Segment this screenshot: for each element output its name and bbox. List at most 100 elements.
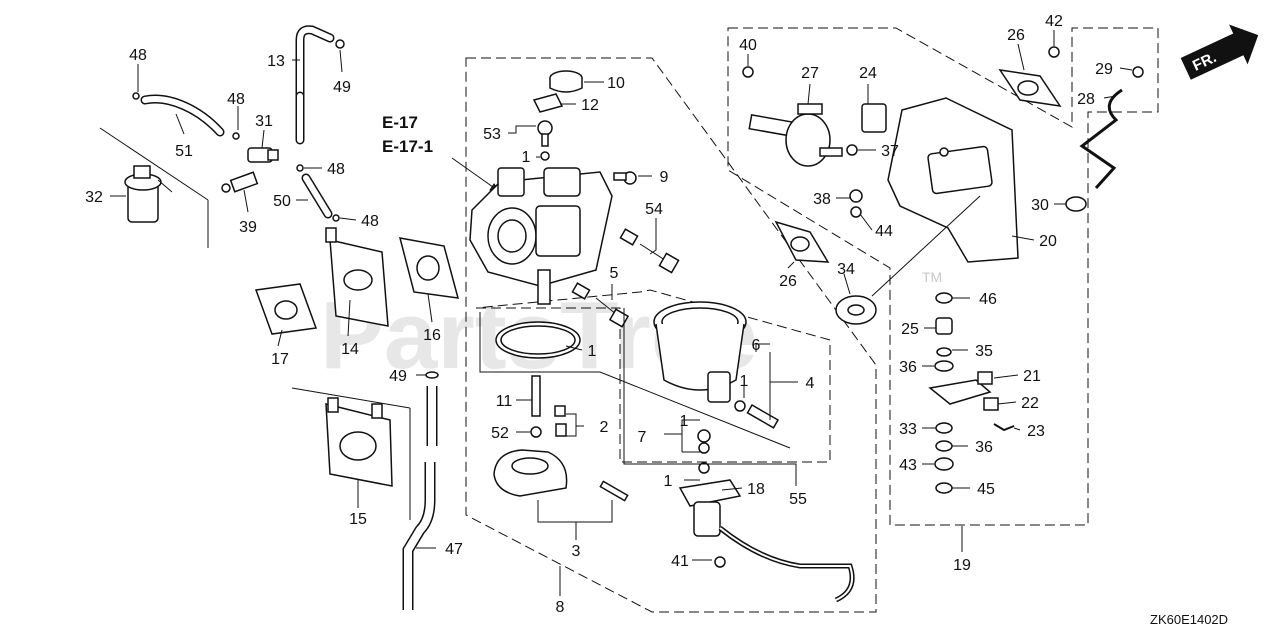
insulator-plate-part	[325, 227, 389, 327]
callout-1: 1	[680, 413, 689, 430]
control-base-group-box	[727, 27, 1159, 526]
callout-16: 16	[423, 327, 441, 344]
carburetor-body-part	[469, 167, 613, 305]
callout-27: 27	[801, 65, 819, 82]
callout-54: 54	[645, 201, 663, 218]
callout-39: 39	[239, 219, 257, 236]
reference-label-e17-1: E-17-1	[382, 137, 433, 156]
callout-35: 35	[975, 343, 993, 360]
stack-parts-right	[928, 292, 1015, 494]
callout-41: 41	[671, 553, 689, 570]
callout-24: 24	[859, 65, 877, 82]
callout-36: 36	[899, 359, 917, 376]
lever-24-part	[861, 103, 887, 133]
callout-52: 52	[491, 425, 509, 442]
callout-47: 47	[445, 541, 463, 558]
callout-49: 49	[389, 368, 407, 385]
float-bowl-part	[653, 301, 747, 403]
fuel-strainer-part	[124, 165, 173, 223]
callout-26: 26	[1007, 27, 1025, 44]
callout-1: 1	[740, 373, 749, 390]
callout-21: 21	[1023, 368, 1041, 385]
grommet-34-part	[835, 295, 877, 325]
callout-46: 46	[979, 291, 997, 308]
callout-40: 40	[739, 37, 757, 54]
screw-9-part	[613, 171, 637, 185]
callout-18: 18	[747, 481, 765, 498]
callout-5: 5	[610, 265, 619, 282]
callout-25: 25	[901, 321, 919, 338]
callout-2: 2	[600, 419, 609, 436]
collar-30-part	[1065, 196, 1087, 212]
gasket-17-part	[254, 283, 318, 335]
screw-set-54-part	[619, 228, 680, 274]
governor-arm-27-part	[748, 103, 843, 167]
callout-34: 34	[837, 261, 855, 278]
small-parts-right	[742, 46, 1144, 218]
fuel-tube-part	[140, 94, 225, 137]
callout-14: 14	[341, 341, 359, 358]
reference-label-e17: E-17	[382, 113, 418, 132]
watermark-trademark: TM	[922, 269, 942, 285]
callout-30: 30	[1031, 197, 1049, 214]
callout-10: 10	[607, 75, 625, 92]
control-base-20-part	[887, 97, 1019, 263]
bowl-set-group-box	[475, 289, 831, 463]
drain-screw-7-part	[697, 429, 711, 474]
callout-22: 22	[1021, 395, 1039, 412]
tube-upper-part	[295, 25, 335, 145]
callout-28: 28	[1077, 91, 1095, 108]
callout-6: 6	[752, 337, 761, 354]
callout-26: 26	[779, 273, 797, 290]
callout-48: 48	[327, 161, 345, 178]
callout-48: 48	[361, 213, 379, 230]
insulator-15-part	[325, 397, 393, 487]
callout-20: 20	[1039, 233, 1057, 250]
callout-33: 33	[899, 421, 917, 438]
drain-tube-part	[402, 386, 438, 610]
callout-29: 29	[1095, 61, 1113, 78]
callout-48: 48	[227, 91, 245, 108]
cap-10-part	[549, 70, 583, 93]
callout-11: 11	[496, 393, 513, 410]
callout-38: 38	[813, 191, 831, 208]
callout-37: 37	[881, 143, 899, 160]
divider-pipe	[291, 387, 411, 409]
carburetor-assembly-group-box	[465, 57, 877, 613]
callout-23: 23	[1027, 423, 1045, 440]
callout-1: 1	[664, 473, 673, 490]
screw-6-part	[734, 400, 780, 429]
leader-lines	[110, 30, 1133, 596]
divider-left-1	[99, 127, 209, 201]
o-ring-1-part	[495, 321, 581, 359]
callout-1: 1	[522, 149, 531, 166]
gasket-26-part	[774, 69, 1062, 263]
callout-44: 44	[875, 223, 893, 240]
callout-51: 51	[175, 143, 193, 160]
callout-19: 19	[953, 557, 971, 574]
callout-labels: 48 48 51 32 13 49 31 48 50 39 48 17 14 1…	[85, 13, 1113, 616]
clip-parts	[132, 39, 439, 379]
tube-lower-part	[301, 173, 333, 219]
callout-9: 9	[660, 169, 669, 186]
callout-45: 45	[977, 481, 995, 498]
gasket-16-part	[398, 237, 460, 299]
callout-32: 32	[85, 189, 103, 206]
callout-15: 15	[349, 511, 367, 528]
callout-43: 43	[899, 457, 917, 474]
needle-11-part	[530, 375, 567, 438]
float-set-bracket	[479, 312, 791, 449]
callout-7: 7	[638, 429, 647, 446]
callout-53: 53	[483, 126, 501, 143]
callout-36: 36	[975, 439, 993, 456]
callout-50: 50	[273, 193, 291, 210]
float-3-part	[493, 449, 629, 502]
callout-55: 55	[789, 491, 807, 508]
diagram-code: ZK60E1402D	[1150, 612, 1228, 627]
callout-42: 42	[1045, 13, 1063, 30]
callout-31: 31	[255, 113, 273, 130]
callout-3: 3	[572, 543, 581, 560]
fuel-valve-part	[221, 147, 279, 193]
callout-4: 4	[806, 375, 815, 392]
